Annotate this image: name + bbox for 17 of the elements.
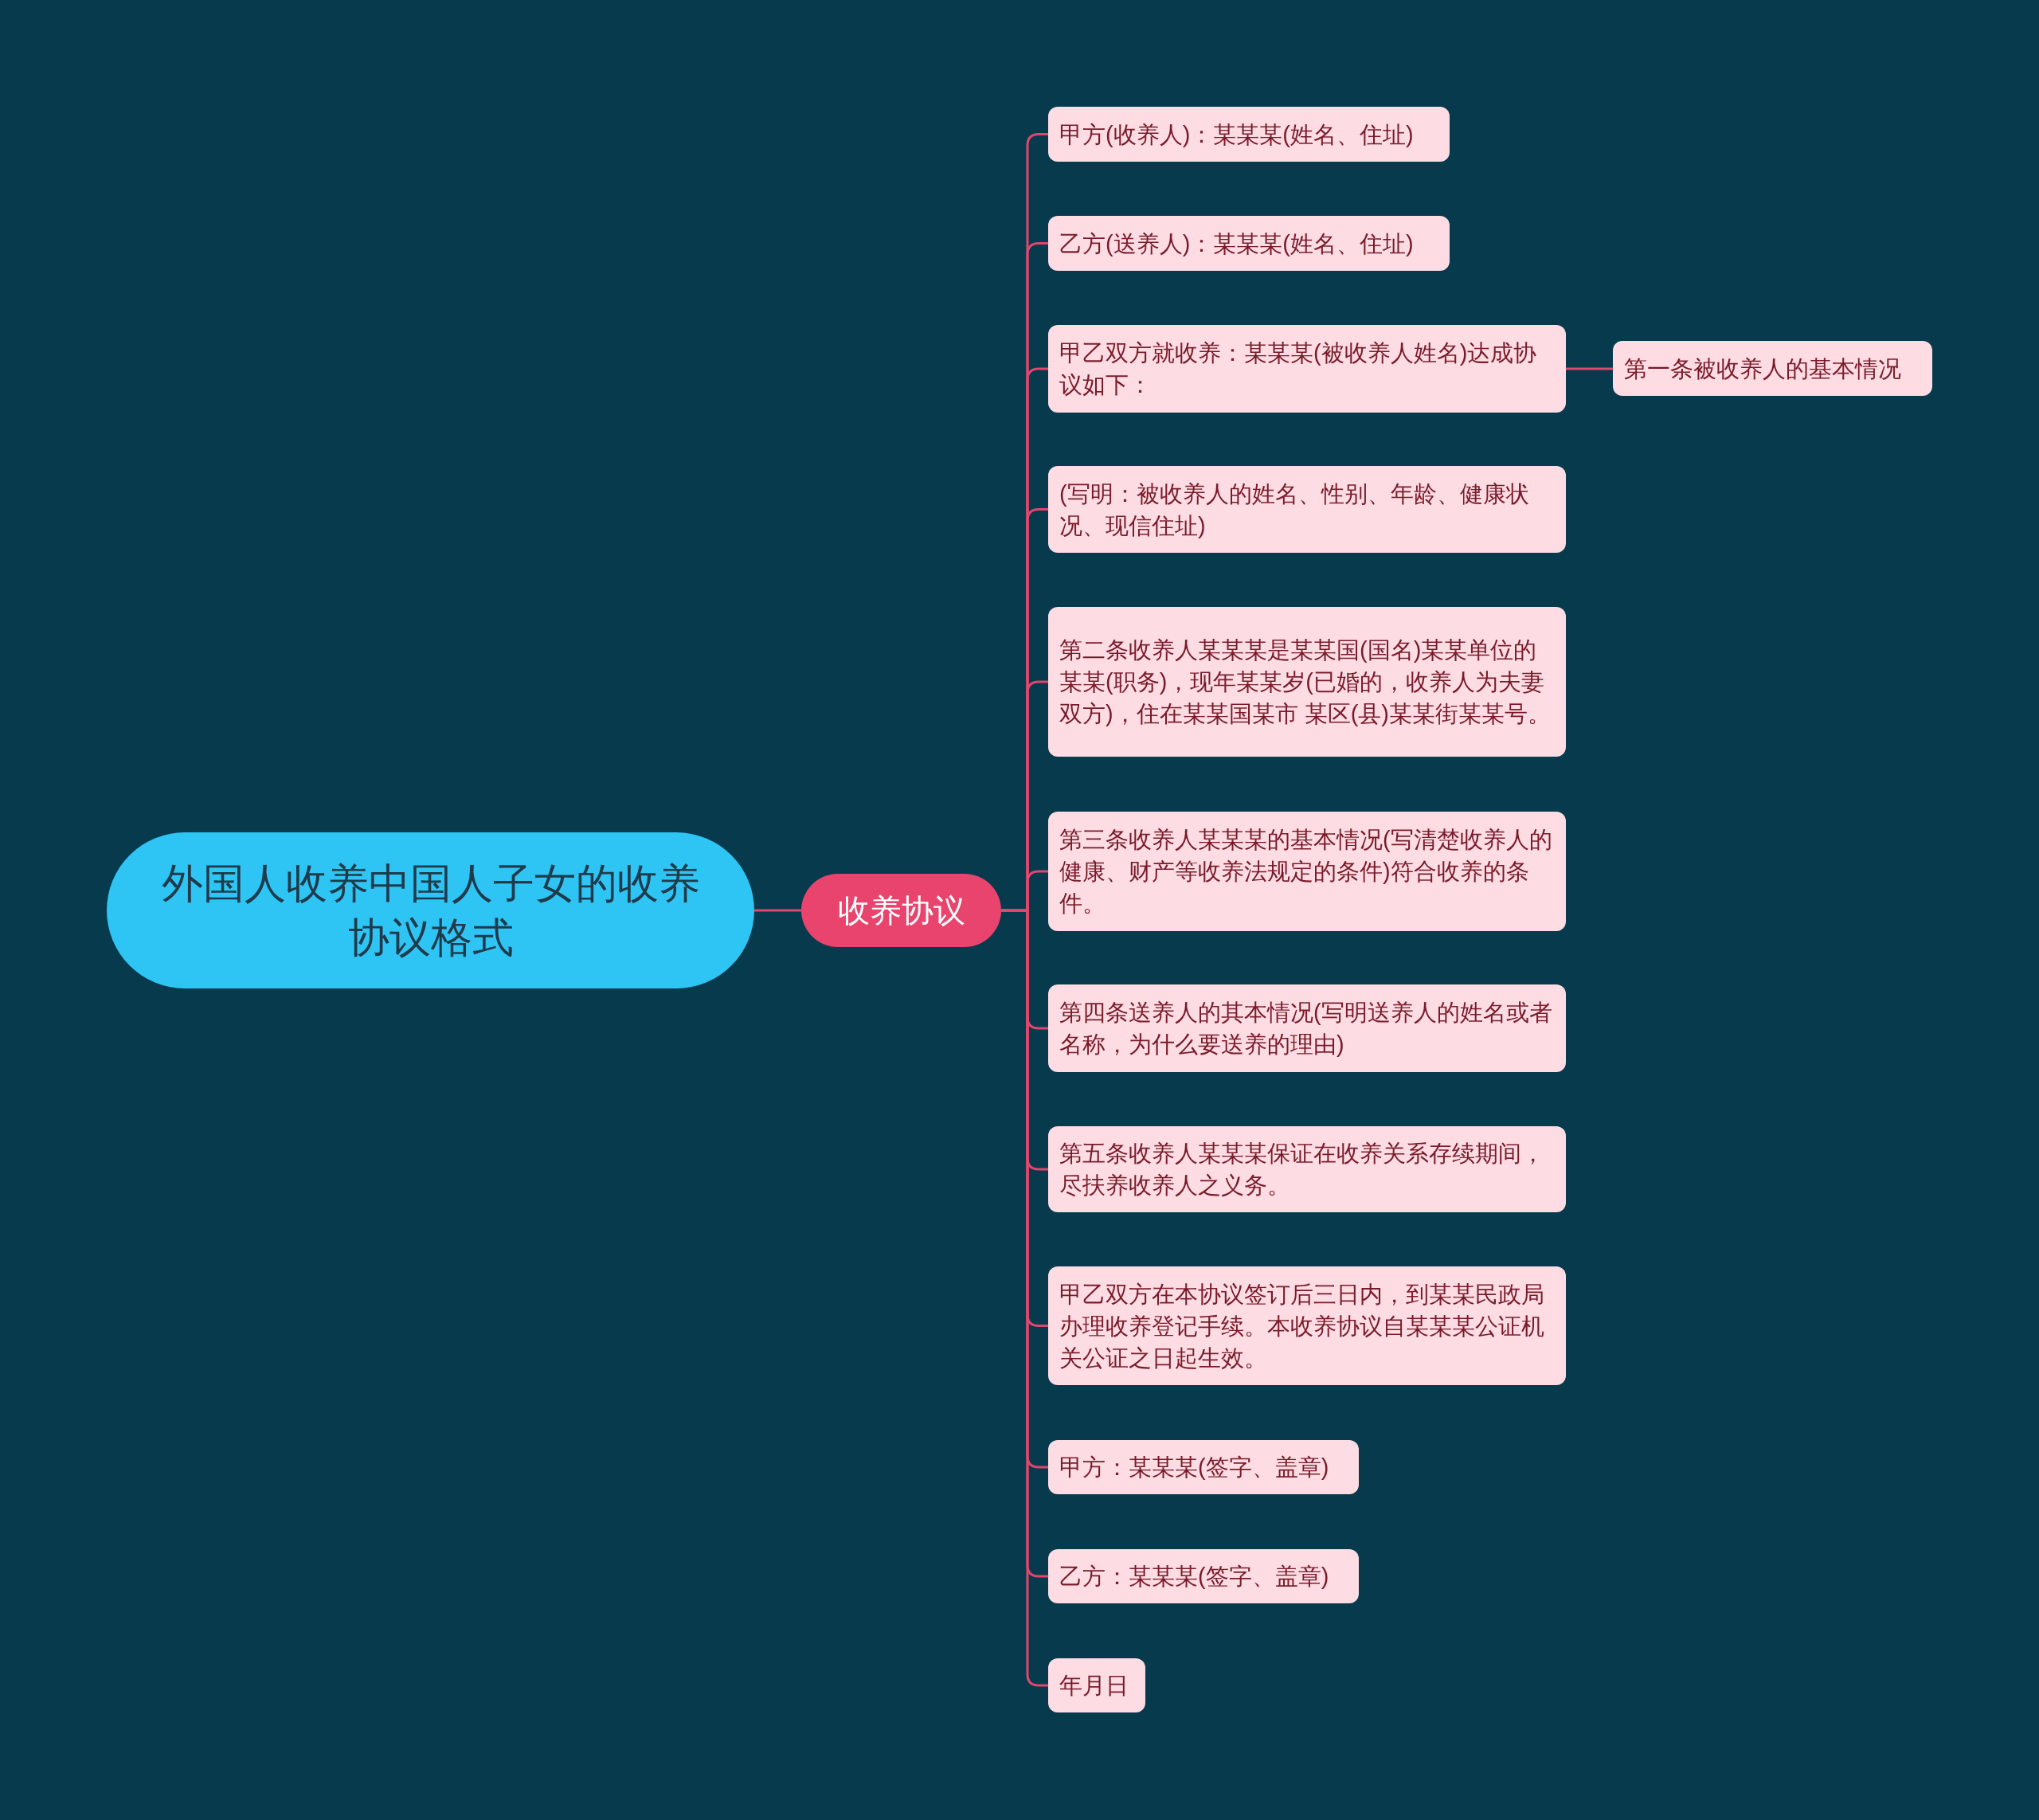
connector-line: [1566, 367, 1613, 370]
topic-box: 第五条收养人某某某保证在收养关系存续期间，尽扶养收养人之义务。: [1048, 1126, 1566, 1212]
topic-box: 甲方：某某某(签字、盖章): [1048, 1440, 1359, 1494]
topic-box: 乙方(送养人)：某某某(姓名、住址): [1048, 216, 1450, 271]
connector-line: [754, 909, 801, 912]
topic-box: 年月日: [1048, 1658, 1145, 1712]
topic-box: 第一条被收养人的基本情况: [1613, 341, 1932, 396]
topic-box: 第四条送养人的其本情况(写明送养人的姓名或者名称，为什么要送养的理由): [1048, 984, 1566, 1072]
topic-box: 甲方(收养人)：某某某(姓名、住址): [1048, 107, 1450, 162]
topic-box: 第二条收养人某某某是某某国(国名)某某单位的某某(职务)，现年某某岁(已婚的，收养人为夫妻双方)，住在某某国某市 某区(县)某某街某某号。: [1048, 607, 1566, 757]
branch-topic: 收养协议: [801, 874, 1001, 947]
central-topic: 外国人收养中国人子女的收养协议格式: [107, 832, 754, 988]
topic-box: 甲乙双方在本协议签订后三日内，到某某民政局办理收养登记手续。本收养协议自某某某公证机关公证之日起生效。: [1048, 1266, 1566, 1385]
topic-box: 甲乙双方就收养：某某某(被收养人姓名)达成协议如下：: [1048, 325, 1566, 413]
topic-box: 第三条收养人某某某的基本情况(写清楚收养人的健康、财产等收养法规定的条件)符合收养的条件。: [1048, 812, 1566, 931]
topic-box: (写明：被收养人的姓名、性别、年龄、健康状况、现信住址): [1048, 466, 1566, 553]
topic-box: 乙方：某某某(签字、盖章): [1048, 1549, 1359, 1603]
